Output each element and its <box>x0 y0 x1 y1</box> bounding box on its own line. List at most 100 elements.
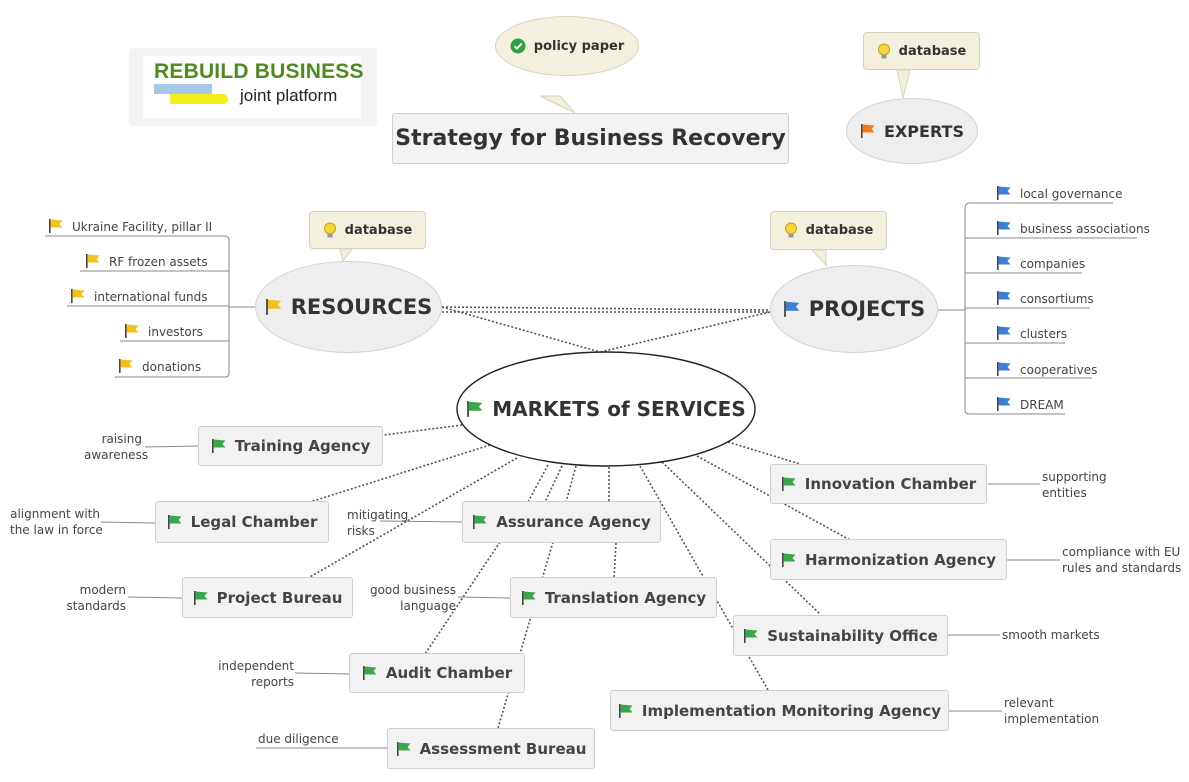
flag-icon <box>265 299 281 315</box>
assurance-agency-label: Assurance Agency <box>496 513 651 531</box>
assurance-agency-node[interactable]: Assurance Agency <box>462 501 661 543</box>
flag-icon <box>781 477 796 491</box>
sustainability-office-label: Sustainability Office <box>767 626 938 645</box>
experts-label: EXPERTS <box>884 121 964 141</box>
check-circle-icon <box>510 38 526 54</box>
resources-node[interactable]: RESOURCES <box>255 261 442 353</box>
flag-icon <box>86 254 100 268</box>
flag-icon <box>997 362 1011 376</box>
experts-database-label: database <box>898 43 967 59</box>
flag-icon <box>861 124 875 138</box>
flag-icon <box>781 552 796 567</box>
innovation-chamber-label: Innovation Chamber <box>804 475 977 493</box>
sustainability-office-note: smooth markets <box>1002 627 1100 643</box>
resources-database-label: database <box>344 222 413 238</box>
markets-of-services-node[interactable]: MARKETS of SERVICES <box>462 385 750 433</box>
note-line: rules and standards <box>1062 561 1182 575</box>
translation-agency-label: Translation Agency <box>544 588 707 607</box>
flag-icon <box>362 666 377 680</box>
flag-icon <box>125 324 139 338</box>
translation-agency-node[interactable]: Translation Agency <box>510 577 717 618</box>
flag-icon <box>396 741 411 756</box>
audit-chamber-node[interactable]: Audit Chamber <box>349 653 525 693</box>
logo-flag-blue-stripe <box>154 84 212 94</box>
resources-item-label: international funds <box>94 290 208 304</box>
lightbulb-icon <box>323 222 336 237</box>
flag-icon <box>211 439 226 453</box>
implementation-monitoring-agency-label: Implementation Monitoring Agency <box>641 701 942 720</box>
projects-item[interactable]: consortiums <box>996 290 1094 307</box>
experts-database-callout[interactable]: database <box>863 32 980 70</box>
legal-chamber-node[interactable]: Legal Chamber <box>155 501 329 543</box>
projects-item[interactable]: clusters <box>996 325 1067 342</box>
innovation-chamber-node[interactable]: Innovation Chamber <box>770 464 987 504</box>
resources-database-callout[interactable]: database <box>309 211 426 249</box>
training-agency-node[interactable]: Training Agency <box>198 426 383 466</box>
projects-item-label: consortiums <box>1020 292 1094 306</box>
resources-item-label: Ukraine Facility, pillar II <box>72 220 213 234</box>
logo-flag-yellow-stripe <box>170 94 228 104</box>
projects-item[interactable]: cooperatives <box>996 361 1097 378</box>
note-line: smooth markets <box>1002 628 1100 642</box>
flag-icon <box>997 221 1011 235</box>
projects-label: PROJECTS <box>808 297 926 321</box>
policy-paper-label: policy paper <box>533 38 625 54</box>
flag-icon <box>473 515 487 529</box>
note-line: supporting <box>1042 470 1107 484</box>
note-line: entities <box>1042 486 1087 500</box>
projects-item[interactable]: companies <box>996 255 1085 272</box>
projects-item-label: companies <box>1020 257 1086 271</box>
assessment-bureau-label: Assessment Bureau <box>419 739 587 758</box>
note-line: alignment with <box>10 507 100 521</box>
innovation-chamber-note: supporting entities <box>1042 469 1107 501</box>
harmonization-agency-label: Harmonization Agency <box>804 550 997 569</box>
experts-node[interactable]: EXPERTS <box>846 98 978 164</box>
flag-icon <box>744 628 758 643</box>
lightbulb-icon <box>877 43 890 58</box>
flag-icon <box>71 289 85 303</box>
resources-item[interactable]: investors <box>124 323 203 340</box>
legal-chamber-label: Legal Chamber <box>190 513 318 531</box>
harmonization-agency-node[interactable]: Harmonization Agency <box>770 539 1007 580</box>
note-line: awareness <box>84 448 149 462</box>
resources-item-label: investors <box>148 325 203 339</box>
flag-icon <box>167 515 182 529</box>
projects-item-label: cooperatives <box>1020 363 1098 377</box>
flag-icon <box>521 590 536 605</box>
note-line: compliance with EU <box>1062 545 1181 559</box>
flag-icon <box>997 326 1011 340</box>
flag-icon <box>467 401 483 417</box>
note-line: relevant <box>1004 696 1054 710</box>
projects-item[interactable]: local governance <box>996 185 1123 202</box>
project-bureau-node[interactable]: Project Bureau <box>182 577 353 618</box>
flag-icon <box>119 359 133 373</box>
sustainability-office-node[interactable]: Sustainability Office <box>733 615 948 656</box>
projects-database-callout[interactable]: database <box>770 211 887 250</box>
harmonization-agency-note: compliance with EU rules and standards <box>1062 544 1181 576</box>
flag-icon <box>49 219 63 233</box>
logo-title: REBUILD BUSINESS <box>154 60 364 83</box>
markets-of-services-label: MARKETS of SERVICES <box>492 397 746 421</box>
projects-item-label: business associations <box>1020 222 1150 236</box>
projects-item[interactable]: business associations <box>996 220 1150 237</box>
resources-item[interactable]: RF frozen assets <box>85 253 208 270</box>
lightbulb-icon <box>784 222 797 238</box>
projects-item-label: local governance <box>1020 187 1123 201</box>
flag-icon <box>997 291 1011 305</box>
resources-item[interactable]: donations <box>118 358 201 375</box>
strategy-title[interactable]: Strategy for Business Recovery <box>392 113 789 164</box>
policy-paper-callout[interactable]: policy paper <box>495 16 639 76</box>
project-bureau-label: Project Bureau <box>216 588 343 607</box>
note-line: modern <box>79 583 126 597</box>
assessment-bureau-node[interactable]: Assessment Bureau <box>387 728 595 769</box>
resources-item[interactable]: Ukraine Facility, pillar II <box>48 218 212 235</box>
resources-item[interactable]: international funds <box>70 288 208 305</box>
projects-item[interactable]: DREAM <box>996 396 1064 413</box>
implementation-monitoring-agency-node[interactable]: Implementation Monitoring Agency <box>610 690 949 731</box>
projects-node[interactable]: PROJECTS <box>770 265 938 353</box>
